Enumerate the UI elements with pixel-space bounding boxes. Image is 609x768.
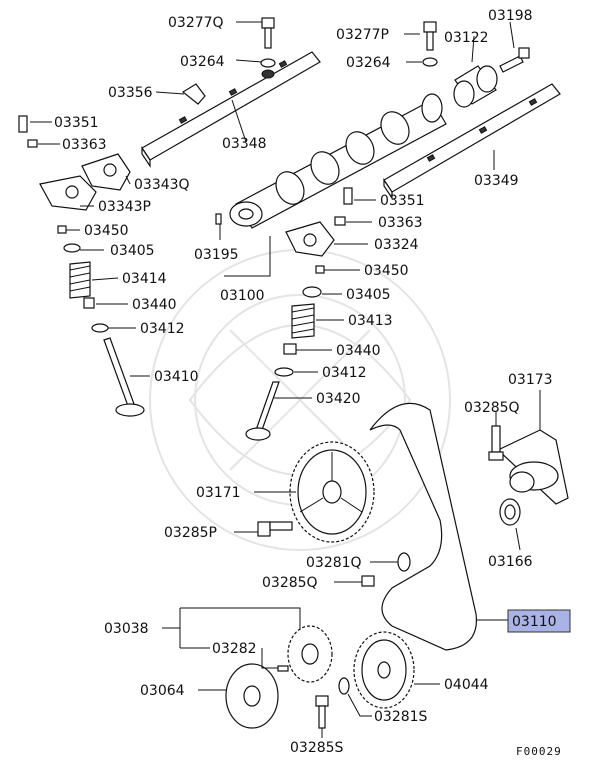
label-03363-left[interactable]: 03363	[62, 137, 107, 153]
highlight-box-03110	[507, 609, 571, 633]
part-labels: 03277Q 03264 03356 03351 03363 03348 033…	[54, 8, 562, 758]
label-03100[interactable]: 03100	[220, 288, 265, 304]
label-03412-right[interactable]: 03412	[322, 365, 367, 381]
label-03324[interactable]: 03324	[374, 237, 419, 253]
bolt-03285Q	[361, 575, 375, 587]
label-03281S[interactable]: 03281S	[374, 709, 428, 725]
retainer-03405a	[63, 243, 81, 253]
label-03166[interactable]: 03166	[488, 554, 533, 570]
label-03420[interactable]: 03420	[316, 391, 361, 407]
bolt-03198	[499, 47, 530, 73]
bolt-03285P	[257, 521, 293, 537]
label-03038[interactable]: 03038	[104, 621, 149, 637]
label-03412-left[interactable]: 03412	[140, 321, 185, 337]
label-03405-left[interactable]: 03405	[110, 243, 155, 259]
nut-03363a	[27, 139, 38, 148]
label-03356[interactable]: 03356	[108, 85, 153, 101]
label-03348[interactable]: 03348	[222, 136, 267, 152]
valve-03410	[103, 337, 145, 417]
pin-03195	[215, 213, 222, 225]
label-03351-left[interactable]: 03351	[54, 115, 99, 131]
label-03450-right[interactable]: 03450	[364, 263, 409, 279]
seal-03440a	[83, 297, 95, 309]
washer-03281Q	[397, 552, 411, 572]
rocker-arm-03343P	[39, 175, 97, 211]
rocker-shaft-03349	[383, 83, 561, 200]
label-03349[interactable]: 03349	[474, 173, 519, 189]
label-03405-right[interactable]: 03405	[346, 287, 391, 303]
label-03440-right[interactable]: 03440	[336, 343, 381, 359]
label-03264-left[interactable]: 03264	[180, 54, 225, 70]
pulley-04044	[353, 631, 415, 709]
label-03414[interactable]: 03414	[122, 271, 167, 287]
washer-03264b	[422, 57, 438, 67]
key-03282	[277, 665, 289, 672]
label-04044[interactable]: 04044	[444, 677, 489, 693]
leader-lines	[30, 21, 541, 738]
label-03277Q[interactable]: 03277Q	[168, 15, 224, 31]
label-03285Q-upper[interactable]: 03285Q	[464, 400, 520, 416]
label-03440-left[interactable]: 03440	[132, 297, 177, 313]
label-03413[interactable]: 03413	[348, 313, 393, 329]
label-03173[interactable]: 03173	[508, 372, 553, 388]
cam-sprocket-03171	[289, 441, 375, 543]
washer-03281S	[338, 677, 350, 695]
label-03171[interactable]: 03171	[196, 485, 241, 501]
rocker-arm-03343Q	[81, 153, 131, 191]
label-03064[interactable]: 03064	[140, 683, 185, 699]
label-03343P[interactable]: 03343P	[98, 199, 151, 215]
clip-03356	[181, 83, 206, 105]
label-03363-right[interactable]: 03363	[378, 215, 423, 231]
crank-sprocket-03038	[287, 625, 333, 683]
label-03277P[interactable]: 03277P	[336, 27, 389, 43]
keeper-03450a	[57, 225, 67, 234]
label-03282[interactable]: 03282	[212, 641, 257, 657]
adjuster-03351b	[343, 187, 353, 205]
label-03285Q[interactable]: 03285Q	[262, 575, 318, 591]
cam-end-03122	[453, 65, 498, 108]
rocker-shaft-03348	[141, 51, 321, 168]
label-03450-left[interactable]: 03450	[84, 223, 129, 239]
rocker-arm-03324	[285, 221, 335, 257]
nut-03363b	[334, 216, 346, 226]
spring-03414	[69, 261, 91, 299]
label-03264-right[interactable]: 03264	[346, 55, 391, 71]
retainer-03405b	[302, 286, 322, 298]
keeper-03450b	[315, 265, 325, 274]
diagram-code: F00029	[516, 745, 562, 758]
plate-03064	[225, 663, 279, 729]
camshaft-03100	[229, 93, 447, 229]
bolt-03277P	[423, 21, 437, 51]
spring-03413	[291, 303, 315, 339]
tensioner-bracket-03173	[496, 429, 569, 505]
label-03410[interactable]: 03410	[154, 369, 199, 385]
label-03122[interactable]: 03122	[444, 30, 489, 46]
adjuster-03351a	[18, 115, 28, 133]
label-03281Q[interactable]: 03281Q	[306, 555, 362, 571]
seal-03440b	[283, 343, 297, 355]
bolt-03285S	[315, 695, 329, 729]
seat-03412b	[274, 367, 294, 377]
label-03195[interactable]: 03195	[194, 247, 239, 263]
label-03343Q[interactable]: 03343Q	[134, 177, 190, 193]
label-03285P[interactable]: 03285P	[164, 525, 217, 541]
timing-belt-03110	[369, 402, 478, 651]
label-03351-right[interactable]: 03351	[380, 193, 425, 209]
seat-03412a	[91, 323, 109, 333]
bolt-03285Q-top	[488, 425, 504, 461]
spring-03166	[499, 498, 521, 526]
label-03110[interactable]: 03110	[512, 614, 557, 630]
valve-03420	[245, 381, 280, 441]
label-03198[interactable]: 03198	[488, 8, 533, 24]
bolt-03277Q	[261, 17, 275, 49]
label-03285S[interactable]: 03285S	[290, 740, 344, 756]
washer-03264a	[260, 58, 276, 79]
